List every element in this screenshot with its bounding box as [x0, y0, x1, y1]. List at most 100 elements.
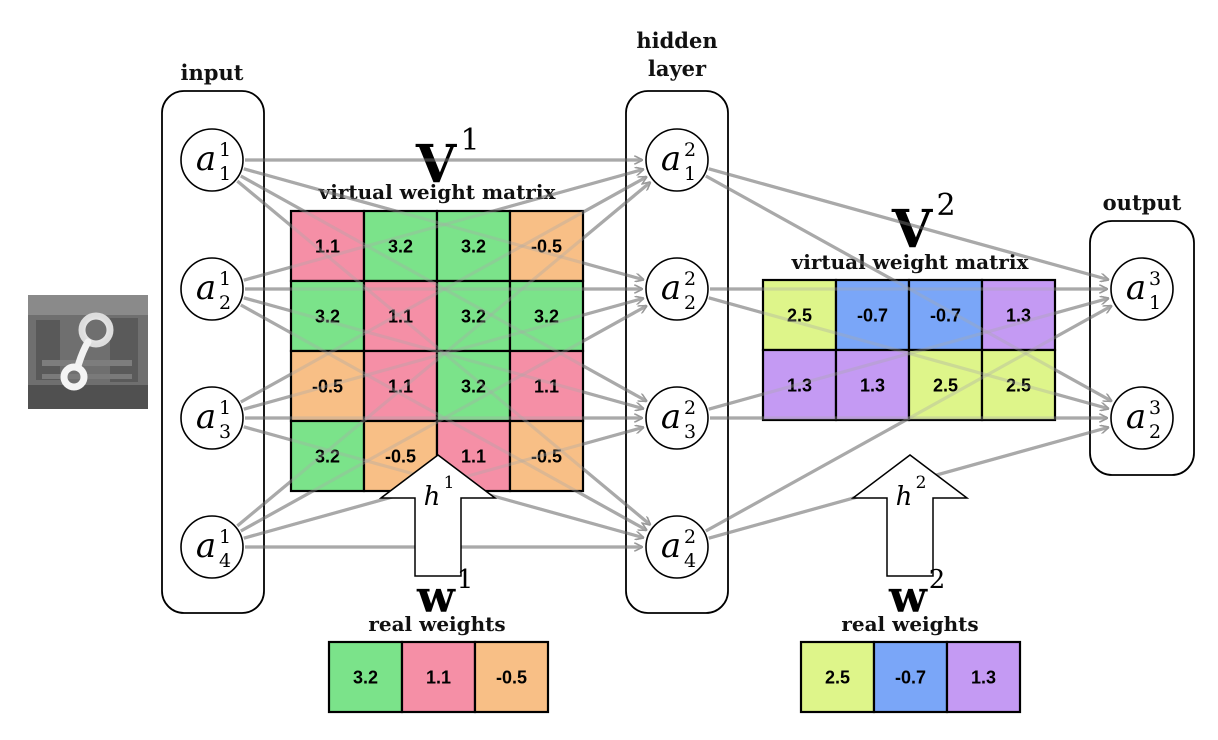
- hidden-node-4-subscript: 4: [684, 550, 696, 572]
- matrix1-value-r4c2: -0.5: [385, 446, 416, 466]
- W2-superscript: 2: [929, 565, 946, 595]
- edge-over-in3-hid1: [240, 175, 647, 404]
- matrix2-value-r2c4: 2.5: [1006, 375, 1031, 395]
- hidden-node-3-symbol: a: [661, 397, 681, 437]
- matrix1-cell-r1c1: [289, 209, 366, 283]
- h1-label: h: [424, 482, 441, 512]
- hidden-node-2-circle: [645, 257, 709, 321]
- edge-over-in2-hid4: [240, 303, 647, 532]
- output-node-2-superscript: 3: [1149, 397, 1161, 419]
- hidden-node-4-symbol: a: [661, 526, 681, 566]
- input-node-1-symbol: a: [196, 139, 216, 179]
- matrix1-value-r3c2: 1.1: [388, 376, 413, 396]
- matrix2-value-r2c1: 1.3: [787, 375, 812, 395]
- hidden-node-2-subscript: 2: [684, 292, 696, 314]
- real2-value-2: -0.7: [895, 667, 926, 687]
- input-node-4-subscript: 4: [219, 550, 231, 572]
- edges-over-matrix: [236, 160, 1112, 547]
- V1-superscript: 1: [460, 123, 479, 158]
- hidden-node-1-symbol: a: [661, 139, 681, 179]
- W1-symbol: w: [416, 572, 456, 623]
- matrix1-cell-r3c3: [435, 349, 512, 423]
- matrix1-value-r3c3: 3.2: [461, 376, 486, 396]
- hidden-layer-box: [625, 90, 729, 614]
- matrix1-cell-r3c4: [508, 349, 585, 423]
- real-weights-2-title: real weights: [841, 612, 978, 636]
- input-node-3-subscript: 3: [219, 421, 231, 443]
- matrix2-cell-r2c3: [907, 348, 984, 422]
- input-node-3-superscript: 1: [219, 397, 231, 419]
- output-node-2-subscript: 2: [1149, 421, 1161, 443]
- real1-value-3: -0.5: [496, 667, 527, 687]
- virtual-weight-matrix-2-title: virtual weight matrix: [791, 250, 1030, 274]
- matrix2-value-r1c1: 2.5: [787, 305, 812, 325]
- matrix1-value-r4c1: 3.2: [315, 446, 340, 466]
- hidden-layer-title-line2: layer: [648, 56, 707, 81]
- edge-over-in3-hid2: [243, 298, 643, 411]
- matrix1-cell-r1c4: [508, 209, 585, 283]
- matrix1-value-r2c4: 3.2: [534, 306, 559, 326]
- edge-over-hid4-out1: [705, 304, 1112, 533]
- matrix1-value-r4c3: 1.1: [461, 446, 486, 466]
- real1-cell-3: [473, 640, 550, 714]
- real2-cell-3: [945, 640, 1022, 714]
- virtual-weight-matrix-1-title: virtual weight matrix: [318, 180, 557, 204]
- output-node-1-symbol: a: [1126, 268, 1146, 308]
- edge-over-in4-hid1: [236, 182, 650, 528]
- V2-symbol: V: [891, 199, 934, 260]
- input-node-4-circle: [180, 515, 244, 579]
- matrix2-cell-r1c3: [907, 278, 984, 352]
- edge-over-hid2-out2: [708, 296, 1108, 409]
- matrix2-cell-r2c1: [761, 348, 838, 422]
- edge-over-hid3-out1: [708, 298, 1108, 411]
- h1-superscript: 1: [444, 473, 455, 493]
- hidden-node-3-circle: [645, 386, 709, 450]
- edge-over-in2-hid1: [243, 169, 643, 282]
- input-digit-image: [28, 295, 148, 409]
- matrix1-cell-r2c4: [508, 279, 585, 353]
- hidden-layer-title-line1: hidden: [636, 28, 717, 53]
- h2-superscript: 2: [916, 473, 927, 493]
- input-node-1-subscript: 1: [219, 163, 231, 185]
- matrix2-cell-r2c4: [980, 348, 1057, 422]
- V2-superscript: 2: [936, 188, 955, 223]
- real2-value-3: 1.3: [971, 667, 996, 687]
- input-node-2-subscript: 2: [219, 292, 231, 314]
- input-layer-title: input: [181, 60, 244, 85]
- h2-label: h: [896, 482, 913, 512]
- output-node-1-superscript: 3: [1149, 268, 1161, 290]
- real2-cell-2: [872, 640, 949, 714]
- matrix1-value-r4c4: -0.5: [531, 446, 562, 466]
- edge-over-in1-hid3: [240, 174, 647, 403]
- matrix1-cell-r4c4: [508, 419, 585, 493]
- input-node-4-symbol: a: [196, 526, 216, 566]
- input-node-2-superscript: 1: [219, 268, 231, 290]
- edge-over-hid1-out1: [708, 167, 1108, 280]
- matrix2-value-r1c4: 1.3: [1006, 305, 1031, 325]
- real1-value-1: 3.2: [353, 667, 378, 687]
- hidden-node-3-superscript: 2: [684, 397, 696, 419]
- real1-cell-2: [400, 640, 477, 714]
- hidden-node-2-symbol: a: [661, 268, 681, 308]
- output-node-2-symbol: a: [1126, 397, 1146, 437]
- matrix2-cell-r1c4: [980, 278, 1057, 352]
- matrix2-value-r1c2: -0.7: [857, 305, 888, 325]
- output-layer-title: output: [1103, 190, 1182, 215]
- virtual-weight-matrix-1: 1.13.23.2-0.53.21.13.23.2-0.51.13.21.13.…: [289, 209, 585, 493]
- input-node-3-symbol: a: [196, 397, 216, 437]
- hash-arrow-2: h 2: [850, 454, 970, 577]
- matrix1-value-r3c1: -0.5: [312, 376, 343, 396]
- output-node-2-circle: [1110, 386, 1174, 450]
- matrix1-cell-r2c3: [435, 279, 512, 353]
- matrix1-value-r2c2: 1.1: [388, 306, 413, 326]
- matrix2-value-r2c3: 2.5: [933, 375, 958, 395]
- output-node-1-circle: [1110, 257, 1174, 321]
- input-node-1-superscript: 1: [219, 139, 231, 161]
- hidden-node-4-superscript: 2: [684, 526, 696, 548]
